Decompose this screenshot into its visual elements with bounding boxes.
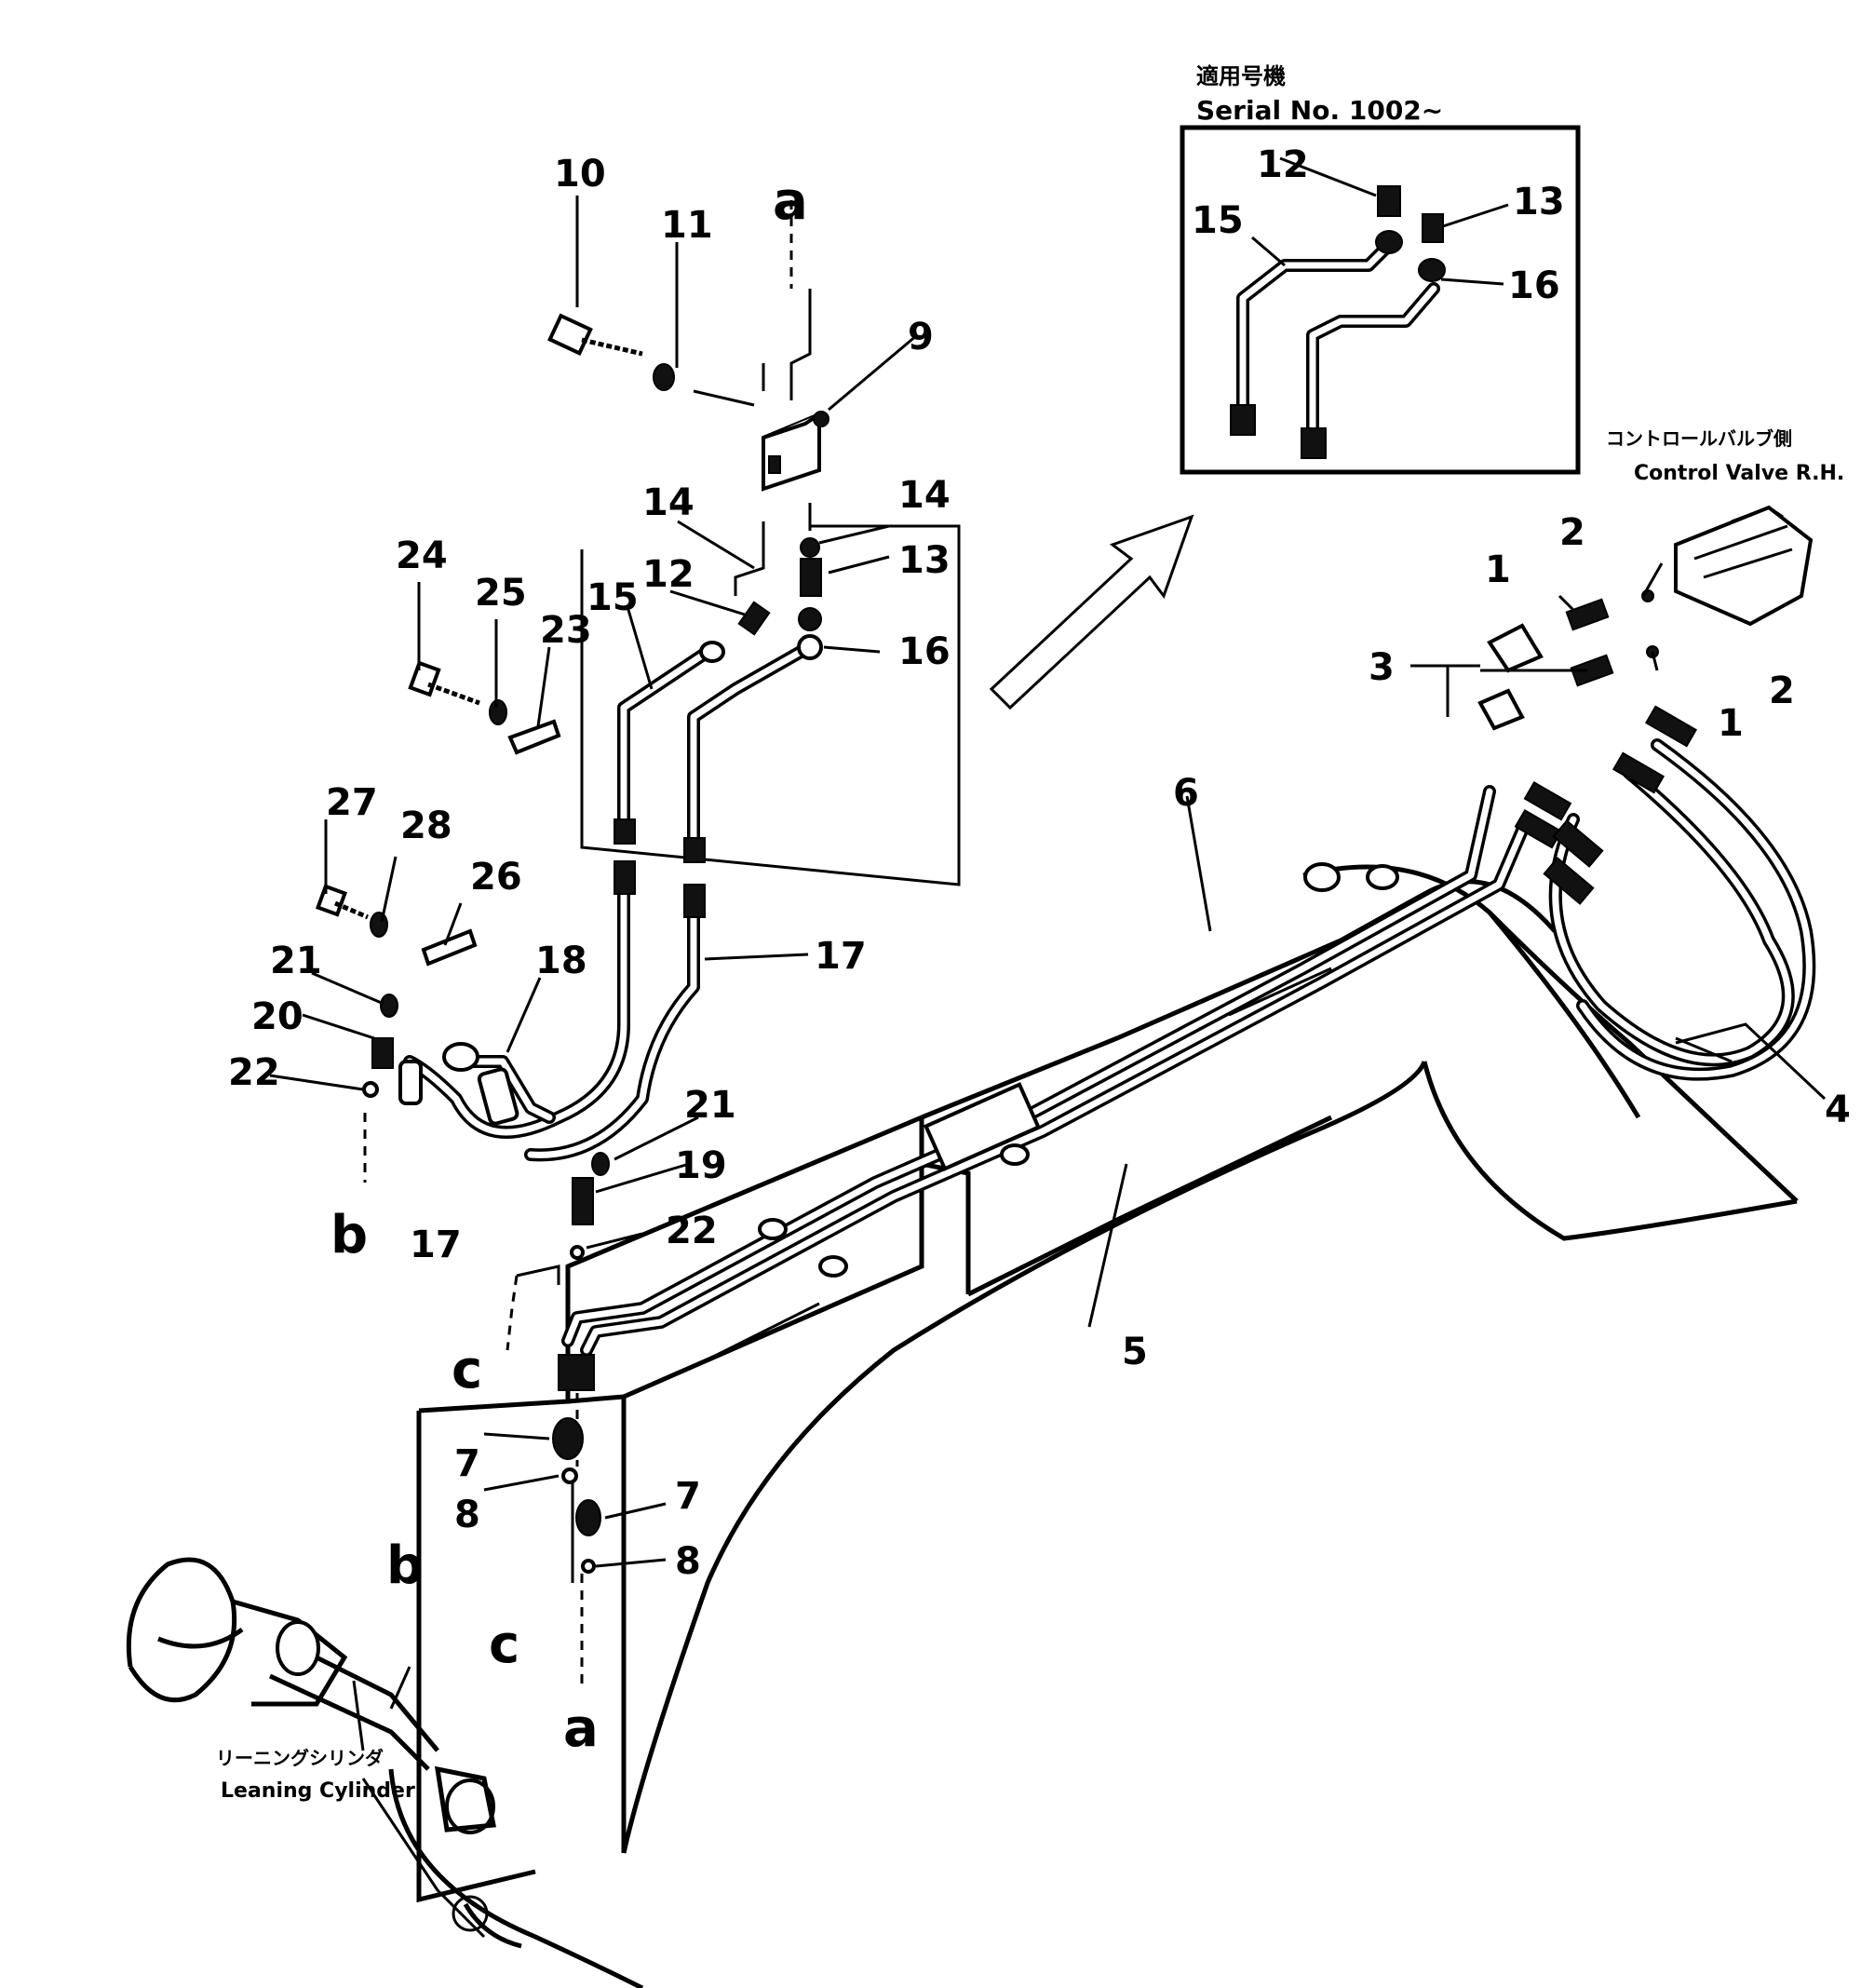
letter-b-left: b: [330, 1205, 368, 1265]
callouts: 1 1 2 2 3 4 5 6 7 7 8 8 9 10 11 12 13 14…: [228, 143, 1851, 1583]
leaning-cylinder: [126, 1557, 496, 1939]
callout-16-inset: 16: [1508, 264, 1560, 307]
callout-13: 13: [898, 539, 951, 582]
callout-11: 11: [661, 204, 713, 247]
callout-25: 25: [475, 572, 527, 615]
callout-16: 16: [898, 630, 951, 673]
callout-6: 6: [1173, 772, 1199, 815]
callout-17a: 17: [815, 935, 867, 978]
callout-8a: 8: [454, 1494, 480, 1536]
callout-15: 15: [587, 576, 639, 619]
detail-arrow: [989, 514, 1194, 710]
callout-18: 18: [535, 940, 587, 982]
callout-23: 23: [540, 609, 592, 652]
callout-9: 9: [908, 316, 934, 358]
callout-1b: 1: [1718, 702, 1744, 745]
leader-lines: [269, 156, 1827, 1751]
callout-13-inset: 13: [1513, 181, 1565, 223]
callout-1a: 1: [1485, 548, 1511, 591]
callout-2b: 2: [1769, 669, 1795, 712]
callout-22b: 22: [666, 1210, 718, 1252]
callout-26: 26: [470, 856, 522, 899]
serial-label-jp: 適用号機: [1196, 63, 1286, 89]
valve-block: [762, 411, 829, 492]
callout-12-inset: 12: [1257, 143, 1309, 186]
callout-3: 3: [1369, 646, 1395, 689]
callout-24: 24: [396, 534, 448, 577]
callout-19: 19: [675, 1144, 727, 1187]
leaning-cylinder-label-en: Leaning Cylinder: [221, 1779, 415, 1803]
callout-5: 5: [1122, 1331, 1148, 1373]
fittings: [315, 313, 1814, 1574]
callout-8b: 8: [675, 1540, 701, 1583]
letter-c-left: c: [452, 1340, 482, 1400]
detail-box: [580, 524, 961, 886]
letter-a-top: a: [773, 171, 808, 232]
callout-28: 28: [400, 805, 452, 847]
letter-b-lower: b: [386, 1535, 424, 1596]
letter-c-lower: c: [489, 1615, 519, 1675]
callout-15-inset: 15: [1192, 199, 1244, 242]
callout-17b: 17: [410, 1224, 462, 1266]
callout-27: 27: [326, 781, 378, 824]
boom-structure: [388, 864, 1799, 1988]
callout-2a: 2: [1559, 511, 1585, 554]
callout-20: 20: [251, 995, 303, 1038]
callout-4: 4: [1825, 1089, 1851, 1131]
letter-a-bottom: a: [563, 1698, 599, 1759]
connection-letters: a a b b c c: [330, 171, 808, 1759]
inset-box: [1180, 125, 1581, 475]
callout-21b: 21: [684, 1084, 736, 1127]
serial-label-en: Serial No. 1002~: [1196, 95, 1443, 126]
callout-7b: 7: [675, 1475, 701, 1518]
callout-7a: 7: [454, 1442, 480, 1485]
callout-14a: 14: [642, 481, 695, 524]
callout-14b: 14: [898, 474, 951, 517]
notes: 適用号機 Serial No. 1002~ コントロールバルブ側 Control…: [216, 63, 1844, 1803]
callout-10: 10: [554, 153, 606, 196]
leaning-cylinder-label-jp: リーニングシリンダ: [216, 1747, 384, 1769]
callout-21a: 21: [270, 940, 322, 982]
control-valve-label-en: Control Valve R.H.: [1634, 462, 1844, 485]
callout-12: 12: [642, 553, 695, 596]
control-valve-label-jp: コントロールバルブ側: [1606, 427, 1792, 450]
callout-22a: 22: [228, 1051, 280, 1094]
guide-lines: [363, 200, 812, 1685]
